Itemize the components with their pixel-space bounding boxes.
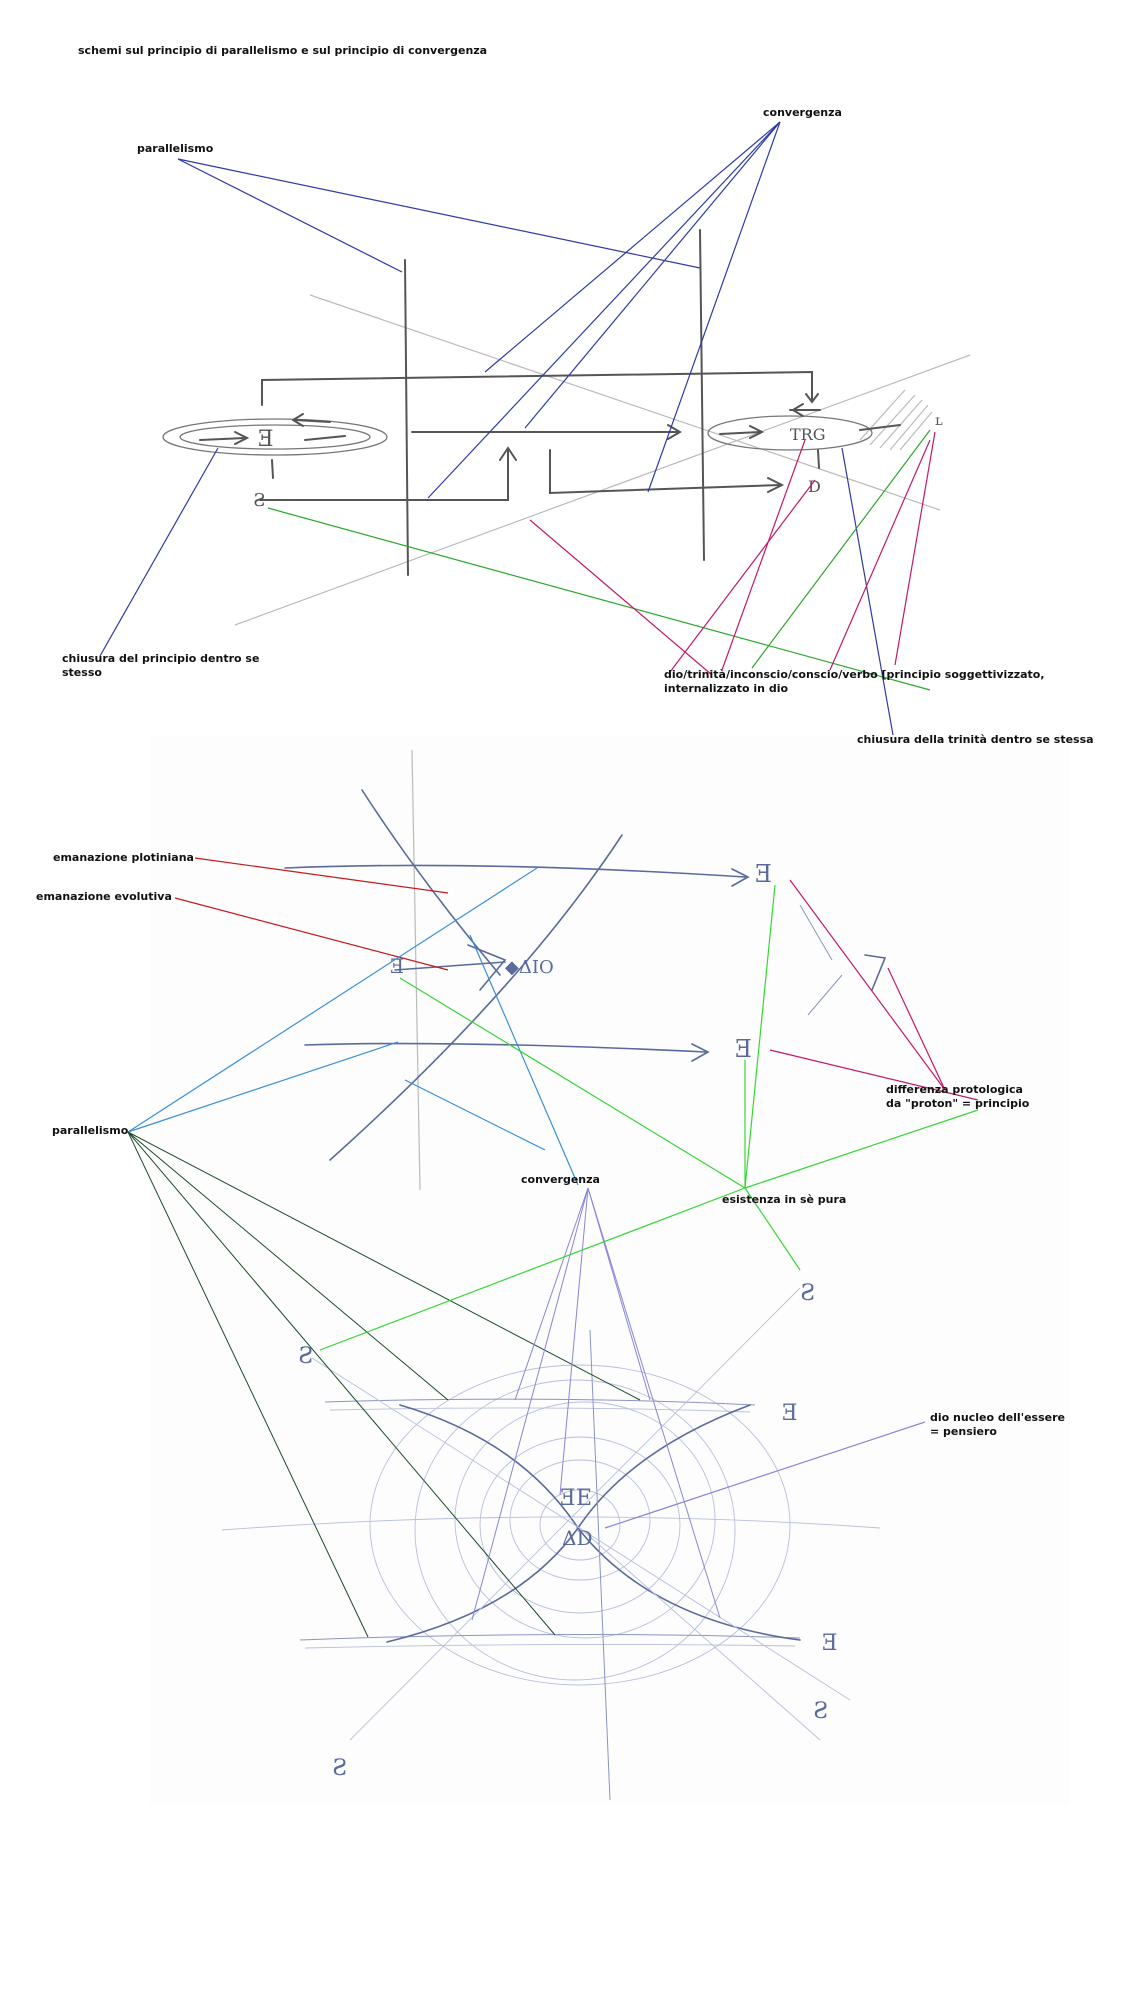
tick	[817, 449, 820, 469]
line-convergenza-2	[524, 121, 781, 429]
bottom-path-right	[549, 449, 785, 495]
right-arrow-in	[719, 425, 765, 439]
top-e-glyph: Ǝ	[755, 860, 773, 888]
bottom-annotations	[127, 857, 979, 1638]
label-convergenza-top: convergenza	[763, 106, 842, 119]
right-arrow-top	[789, 403, 821, 417]
central-vertical	[589, 1329, 611, 1801]
e-glyph-bottom-left: Ƨ	[332, 1756, 347, 1781]
stroke	[799, 904, 833, 961]
dark-green-lines	[127, 1131, 641, 1638]
lavender-lines	[471, 1187, 721, 1621]
label-chiusura-trinita: chiusura della trinità dentro se stessa	[857, 733, 1094, 746]
parallel-line-left	[404, 259, 409, 576]
line-parallelismo-1	[177, 158, 403, 273]
right-ellipse-glyph: TRG	[790, 425, 826, 444]
line-differenza-2	[769, 1049, 979, 1101]
left-ellipse-glyph: Ǝ	[258, 427, 274, 452]
left-ellipse	[162, 418, 388, 456]
left-bottom-glyph: Ƨ	[253, 490, 265, 511]
line-differenza-3	[887, 967, 946, 1091]
e-glyph-right: Ǝ	[782, 1401, 798, 1426]
line-parallelismo-2	[177, 158, 701, 269]
line-magenta-3	[669, 479, 816, 673]
label-differenza-protologica: differenza protologica da "proton" = pri…	[886, 1083, 1030, 1110]
pencil-vertical	[411, 749, 421, 1191]
line-parallelismo-c	[404, 1079, 546, 1151]
label-emanazione-evolutiva: emanazione evolutiva	[36, 890, 172, 903]
right-bottom-glyph: D	[808, 477, 821, 496]
left-arrow-in	[199, 431, 250, 445]
left-arrow-out	[304, 435, 346, 441]
bottom-sketch: ◆ΔΙΟ Ǝ Ǝ Ǝ	[150, 735, 1070, 1805]
right-arrow-out	[859, 424, 901, 431]
line-magenta-5	[829, 439, 931, 671]
line-green-short	[751, 429, 931, 669]
seven-glyph	[864, 954, 887, 991]
line-parallelismo-a	[127, 867, 538, 1133]
radiating-lines	[311, 1287, 851, 1741]
parallel-line-right	[699, 229, 705, 561]
emanation-curve-1	[361, 789, 501, 976]
middle-arrow	[411, 424, 682, 440]
top-annotations	[99, 121, 936, 736]
line-differenza-1	[789, 879, 946, 1091]
page-title: schemi sul principio di parallelismo e s…	[78, 44, 488, 57]
concentric-circles	[369, 1364, 791, 1686]
mid-e-glyph: Ǝ	[735, 1035, 753, 1063]
tick	[271, 459, 274, 479]
line-parallelismo-b	[127, 1041, 399, 1133]
line-convergenza-4	[647, 121, 781, 493]
left-arrow-top	[292, 413, 331, 427]
top-horizontal-arrow	[284, 864, 750, 887]
hatching	[859, 389, 933, 451]
center-glyph-bottom: ΔD	[562, 1526, 592, 1550]
green-esistenza-lines	[319, 884, 979, 1351]
line-convergenza-top	[469, 934, 579, 1186]
hourglass-bottom	[386, 1526, 801, 1643]
label-dio-trinita: dio/trinità/inconscio/conscio/verbo [pri…	[664, 668, 1045, 695]
line-dio-nucleo	[604, 1421, 926, 1529]
e-glyph-left: Ƨ	[298, 1344, 313, 1369]
line-chiusura-trinita	[841, 447, 894, 736]
e-glyph-upper-right: Ƨ	[800, 1281, 815, 1306]
right-ellipse	[707, 415, 873, 451]
left-ellipse-inner	[179, 424, 371, 450]
right-end-glyph: ʟ	[935, 413, 943, 429]
dio-arrow-head	[467, 944, 507, 991]
line-magenta-1	[529, 519, 713, 676]
bottom-path-up	[259, 446, 517, 501]
label-esistenza: esistenza in sè pura	[722, 1193, 847, 1206]
label-parallelismo-top: parallelismo	[137, 142, 214, 155]
label-dio-nucleo: dio nucleo dell'essere = pensiero	[930, 1411, 1065, 1438]
pencil-diagonal	[234, 354, 971, 626]
line-emanazione-evolutiva	[174, 897, 449, 971]
line-convergenza-1	[484, 121, 781, 373]
label-convergenza-bottom: convergenza	[521, 1173, 600, 1186]
line-chiusura-principio	[99, 447, 219, 657]
e-glyph-lower-right: Ǝ	[822, 1631, 838, 1656]
paper-area	[150, 735, 1070, 1805]
label-emanazione-plotiniana: emanazione plotiniana	[53, 851, 194, 864]
label-parallelismo-bottom: parallelismo	[52, 1124, 129, 1137]
emanation-curve-2	[329, 834, 623, 1161]
e-glyph-bottom-right: Ƨ	[813, 1699, 828, 1724]
line-convergenza-3	[427, 121, 781, 499]
pencil-diagonal	[309, 294, 941, 511]
line-magenta-2	[721, 439, 806, 671]
stroke	[807, 974, 843, 1016]
dio-glyph: ◆ΔΙΟ	[505, 957, 554, 978]
middle-horizontal-arrow	[304, 1042, 710, 1062]
line-magenta-4	[894, 431, 936, 666]
short-horizontal	[394, 961, 506, 971]
label-chiusura-principio: chiusura del principio dentro se stesso	[62, 652, 260, 679]
line-emanazione-plotiniana	[194, 857, 449, 894]
top-sketch: Ǝ TRG ʟ Ƨ D	[162, 229, 971, 626]
center-glyph-top: ƎE	[560, 1486, 592, 1511]
top-bracket	[261, 370, 819, 406]
line-green-long	[267, 507, 931, 691]
